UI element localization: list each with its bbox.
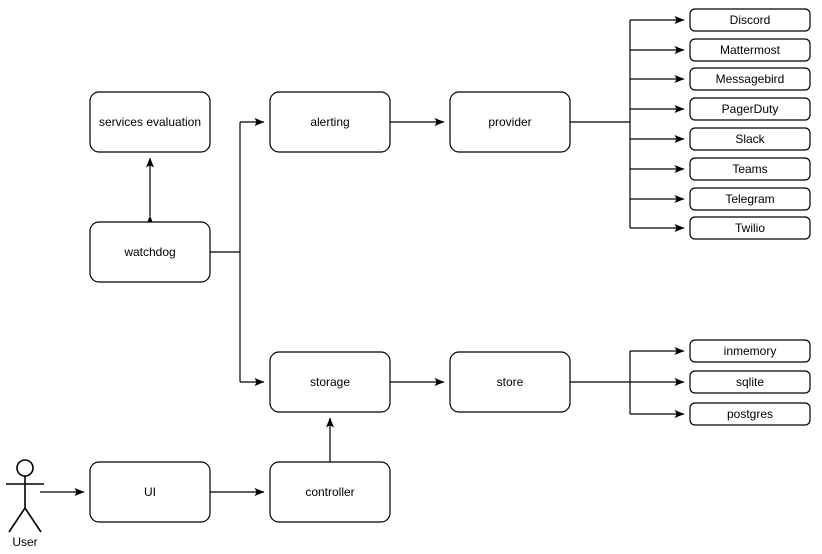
node-label: postgres	[727, 407, 773, 421]
node-shape[interactable]	[269, 461, 391, 523]
node-label: Mattermost	[720, 43, 781, 57]
node-shape[interactable]	[689, 67, 811, 91]
user-actor: User	[6, 459, 44, 549]
node-label: provider	[488, 115, 531, 129]
node-shape[interactable]	[689, 339, 811, 363]
node-shape[interactable]	[689, 157, 811, 181]
node-shape[interactable]	[449, 351, 571, 413]
node-provider-pagerduty[interactable]: PagerDuty	[689, 97, 811, 121]
node-shape[interactable]	[689, 8, 811, 32]
node-label: Telegram	[725, 192, 774, 206]
node-shape[interactable]	[689, 402, 811, 426]
node-provider-discord[interactable]: Discord	[689, 8, 811, 32]
node-shape[interactable]	[689, 38, 811, 62]
actor-leg-left	[8, 507, 26, 533]
node-shape[interactable]	[89, 221, 211, 283]
node-store-inmemory[interactable]: inmemory	[689, 339, 811, 363]
node-label: storage	[310, 375, 350, 389]
node-label: inmemory	[724, 344, 777, 358]
node-shape[interactable]	[689, 216, 811, 240]
node-services-evaluation[interactable]: services evaluation	[89, 91, 211, 153]
node-label: Teams	[732, 162, 767, 176]
node-storage[interactable]: storage	[269, 351, 391, 413]
node-controller[interactable]: controller	[269, 461, 391, 523]
node-provider-slack[interactable]: Slack	[689, 127, 811, 151]
node-store-postgres[interactable]: postgres	[689, 402, 811, 426]
edge-store-fanout	[570, 347, 685, 418]
node-label: Twilio	[735, 221, 765, 235]
node-watchdog[interactable]: watchdog	[89, 221, 211, 283]
node-label: Messagebird	[716, 72, 785, 86]
node-label: Slack	[735, 132, 765, 146]
node-shape[interactable]	[689, 187, 811, 211]
node-label: Discord	[730, 13, 771, 27]
node-label: PagerDuty	[722, 102, 779, 116]
edge-layer	[40, 16, 685, 496]
node-shape[interactable]	[269, 91, 391, 153]
edge-provider-fanout	[570, 16, 685, 232]
node-label: alerting	[310, 115, 349, 129]
node-label: controller	[305, 485, 354, 499]
node-provider-twilio[interactable]: Twilio	[689, 216, 811, 240]
node-shape[interactable]	[89, 461, 211, 523]
node-store[interactable]: store	[449, 351, 571, 413]
node-label: UI	[144, 485, 156, 499]
node-provider[interactable]: provider	[449, 91, 571, 153]
node-provider-telegram[interactable]: Telegram	[689, 187, 811, 211]
node-label: services evaluation	[99, 115, 201, 129]
node-shape[interactable]	[449, 91, 571, 153]
node-provider-mattermost[interactable]: Mattermost	[689, 38, 811, 62]
node-label: sqlite	[736, 375, 764, 389]
node-ui[interactable]: UI	[89, 461, 211, 523]
node-shape[interactable]	[269, 351, 391, 413]
node-provider-messagebird[interactable]: Messagebird	[689, 67, 811, 91]
node-label: watchdog	[123, 245, 175, 259]
user-actor-label: User	[12, 535, 37, 549]
actor-head-icon	[16, 459, 34, 477]
edge-watchdog-trunk	[210, 122, 241, 382]
node-shape[interactable]	[689, 370, 811, 394]
node-shape[interactable]	[89, 91, 211, 153]
node-provider-teams[interactable]: Teams	[689, 157, 811, 181]
actor-leg-right	[24, 507, 42, 533]
node-store-sqlite[interactable]: sqlite	[689, 370, 811, 394]
node-alerting[interactable]: alerting	[269, 91, 391, 153]
node-label: store	[497, 375, 524, 389]
node-shape[interactable]	[689, 127, 811, 151]
node-shape[interactable]	[689, 97, 811, 121]
